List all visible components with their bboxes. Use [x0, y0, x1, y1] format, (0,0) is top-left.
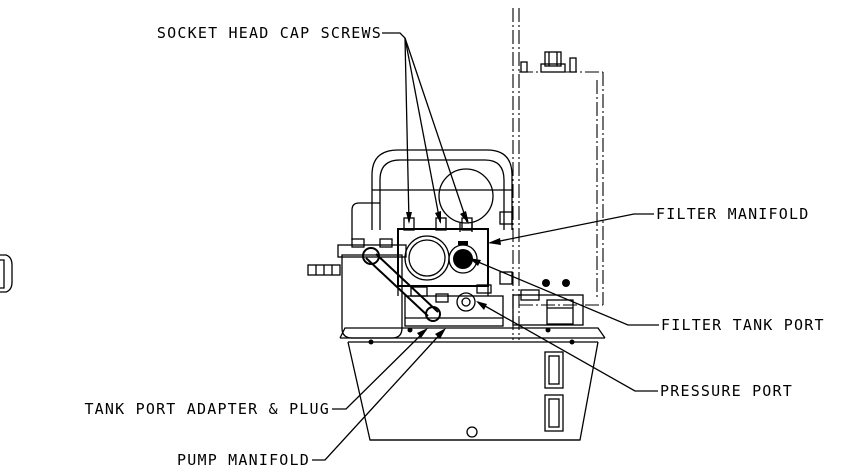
leader-filter-manifold — [488, 213, 654, 245]
valve-block — [512, 289, 584, 326]
leader-socket-head-cap-screws — [382, 32, 469, 224]
pump-manifold-block — [404, 292, 504, 327]
leader-tank-port-adapter-plug — [332, 328, 428, 410]
base-housing — [339, 327, 606, 441]
label-filter-manifold: FILTER MANIFOLD — [656, 205, 809, 223]
leader-pressure-port — [476, 301, 658, 392]
fitting-edge — [0, 254, 13, 293]
filter-canister — [307, 238, 441, 339]
label-filter-tank-port: FILTER TANK PORT — [661, 316, 825, 334]
label-pump-manifold: PUMP MANIFOLD — [177, 451, 310, 469]
leader-pump-manifold — [312, 328, 446, 461]
label-tank-port-adapter-plug: TANK PORT ADAPTER & PLUG — [84, 400, 330, 418]
reservoir-tank — [499, 8, 604, 340]
electric-motor — [351, 149, 513, 240]
leader-filter-tank-port — [469, 258, 659, 326]
label-pressure-port: PRESSURE PORT — [660, 382, 793, 400]
filter-manifold-block — [397, 217, 492, 297]
label-socket-head-cap-screws: SOCKET HEAD CAP SCREWS — [157, 24, 382, 42]
